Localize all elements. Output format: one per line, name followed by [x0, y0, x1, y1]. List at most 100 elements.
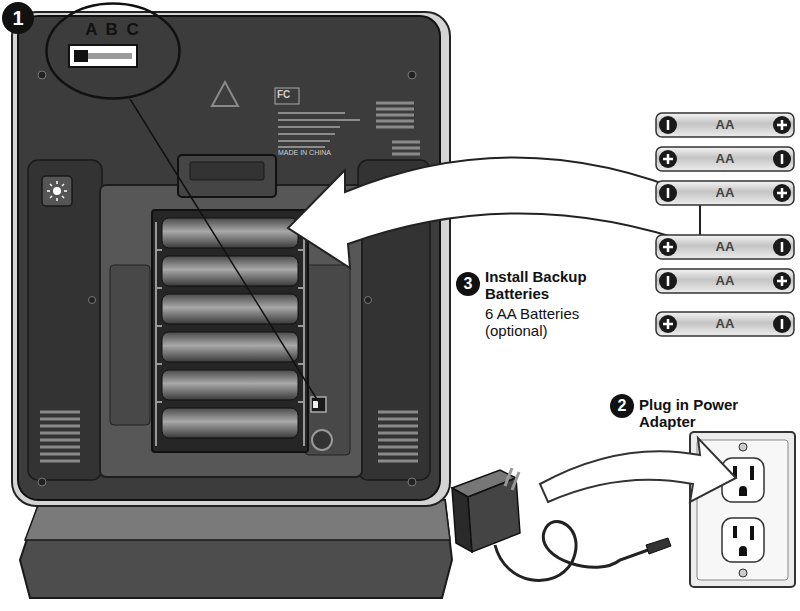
- battery-terminal: [659, 315, 677, 333]
- battery-compartment: [152, 210, 308, 452]
- switch-position-label: A B C: [65, 20, 161, 40]
- plug-arrow: [540, 438, 736, 502]
- battery-body: [656, 269, 794, 293]
- battery-terminal: [773, 184, 791, 202]
- device-rim: [12, 12, 450, 506]
- battery-terminal: [773, 272, 791, 290]
- vent-slots: [376, 103, 414, 127]
- installed-battery: [162, 218, 298, 248]
- screw-hole: [408, 71, 416, 79]
- battery-terminal: [659, 150, 677, 168]
- battery-body: [656, 147, 794, 171]
- battery-label: AA: [681, 268, 769, 294]
- step-callout: 3Install Backup Batteries6 AA Batteries …: [456, 268, 621, 350]
- battery-body: [656, 181, 794, 205]
- fcc-logo: FC: [277, 89, 290, 100]
- receptacle-slots: [733, 466, 754, 496]
- switch-slider: [313, 401, 318, 408]
- aa-battery: AA: [655, 234, 795, 260]
- insert-arrow: [288, 157, 700, 268]
- battery-terminal: [773, 150, 791, 168]
- minus-symbol: [781, 242, 784, 252]
- device-back: [18, 16, 440, 500]
- minus-symbol: [667, 120, 670, 130]
- step-heading: Install Backup Batteries: [485, 268, 610, 302]
- battery-label: AA: [681, 146, 769, 172]
- light-button: [42, 176, 72, 206]
- installed-battery: [162, 294, 298, 324]
- stand-base: [20, 500, 452, 598]
- plus-symbol: [663, 242, 673, 252]
- step-note: 6 AA Batteries (optional): [485, 305, 610, 339]
- receptacle: [722, 518, 764, 562]
- battery-label: AA: [681, 180, 769, 206]
- plus-symbol: [663, 154, 673, 164]
- callout-number: 2: [610, 394, 634, 418]
- origin-label: MADE IN CHINA: [278, 149, 331, 156]
- fcc-logo-box: [275, 88, 299, 104]
- battery-terminal: [659, 272, 677, 290]
- hanger-tab: [178, 155, 276, 197]
- vent-slots: [378, 412, 418, 461]
- light-symbol: [53, 187, 61, 195]
- aa-battery: AA: [655, 146, 795, 172]
- reset-button: [312, 430, 332, 450]
- zoom-circle: [47, 4, 180, 99]
- minus-symbol: [667, 276, 670, 286]
- light-rays: [47, 181, 67, 201]
- callout-number: 1: [2, 2, 34, 34]
- switch-slider: [74, 50, 88, 62]
- recess-panel: [305, 265, 350, 455]
- adapter-cord: [495, 521, 648, 580]
- battery-terminal: [773, 315, 791, 333]
- battery-body: [656, 312, 794, 336]
- plus-symbol: [777, 120, 787, 130]
- side-panel: [28, 160, 102, 480]
- installed-battery: [162, 370, 298, 400]
- aa-battery: AA: [655, 268, 795, 294]
- receptacle-slots: [733, 526, 754, 556]
- plus-symbol: [777, 276, 787, 286]
- battery-terminal: [659, 238, 677, 256]
- minus-symbol: [667, 188, 670, 198]
- switch-track: [88, 53, 132, 59]
- battery-label: AA: [681, 112, 769, 138]
- battery-terminal: [659, 184, 677, 202]
- step-callout: 1: [2, 2, 34, 34]
- battery-terminal: [659, 116, 677, 134]
- battery-terminal: [773, 238, 791, 256]
- cord-plug: [646, 538, 671, 554]
- callout-number: 3: [456, 272, 480, 296]
- vent-slots: [40, 412, 80, 461]
- screw-hole: [38, 71, 46, 79]
- aa-battery: AA: [655, 112, 795, 138]
- switch-zoom-circle: A B C: [45, 2, 181, 100]
- aa-battery: AA: [655, 311, 795, 337]
- plus-symbol: [663, 319, 673, 329]
- switch-window: [69, 45, 137, 67]
- recess-panel: [110, 265, 150, 425]
- minus-symbol: [781, 154, 784, 164]
- battery-body: [656, 113, 794, 137]
- step-callout: 2Plug in Power Adapter: [610, 394, 790, 436]
- zoom-outline: [45, 2, 181, 100]
- installed-battery: [162, 408, 298, 438]
- screw-hole: [89, 297, 96, 304]
- triangle-mark: [212, 82, 238, 106]
- screw-hole: [365, 297, 372, 304]
- abc-switch: [311, 397, 326, 412]
- plus-symbol: [777, 188, 787, 198]
- adapter-prongs: [505, 468, 519, 490]
- screw-hole: [408, 478, 416, 486]
- battery-label: AA: [681, 311, 769, 337]
- vent-slots: [392, 142, 420, 154]
- hanger-slot: [190, 162, 264, 180]
- leader-line: [130, 99, 318, 401]
- outlet-screw: [739, 443, 747, 451]
- minus-symbol: [781, 319, 784, 329]
- battery-terminal: [773, 116, 791, 134]
- label-text-lines: [278, 113, 360, 147]
